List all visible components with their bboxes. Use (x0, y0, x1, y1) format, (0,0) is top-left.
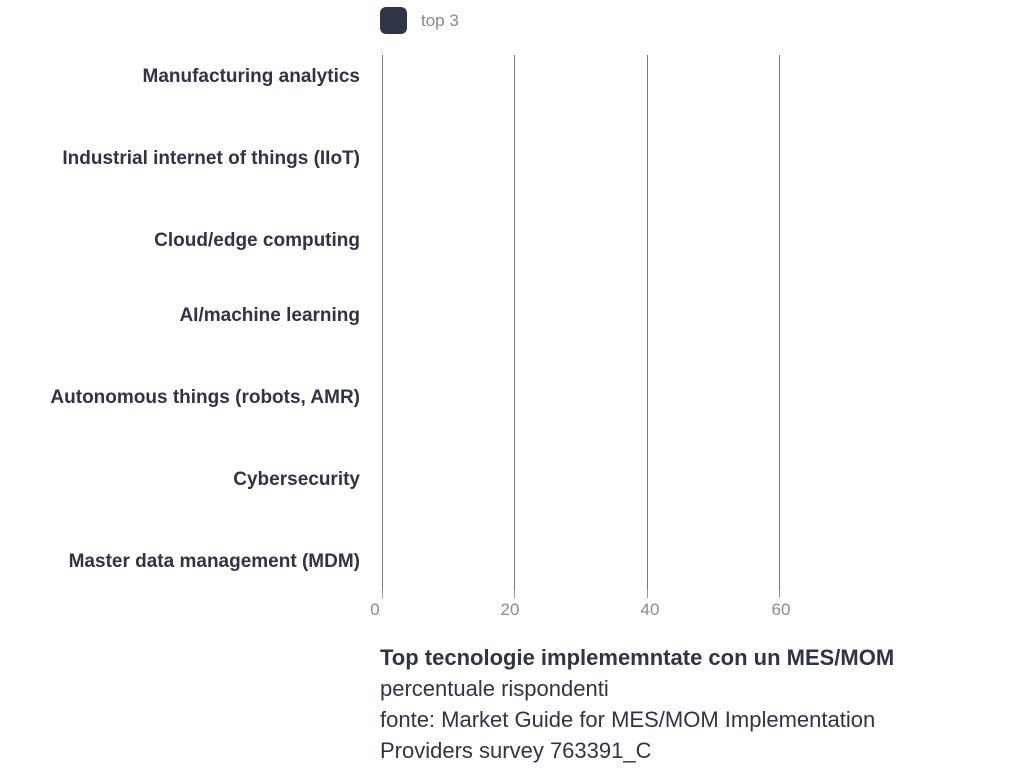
category-label: Industrial internet of things (IIoT) (62, 148, 360, 169)
chart-caption: Top tecnologie implememntate con un MES/… (380, 642, 894, 766)
tick-mark (647, 590, 648, 598)
gridline-40 (647, 55, 648, 590)
gridline-60 (779, 55, 780, 590)
tick-mark (514, 590, 515, 598)
gridline-0 (382, 55, 383, 590)
tick-label: 60 (771, 600, 791, 619)
tick-mark (779, 590, 780, 598)
category-label: AI/machine learning (179, 305, 360, 326)
legend-swatch-top3[interactable] (380, 7, 407, 34)
gridline-20 (514, 55, 515, 590)
category-label: Cloud/edge computing (154, 230, 360, 251)
category-label: Master data management (MDM) (68, 551, 360, 572)
tick-mark (382, 590, 383, 598)
legend-label-top3: top 3 (421, 10, 459, 30)
tick-label: 40 (640, 600, 660, 619)
category-label: Autonomous things (robots, AMR) (50, 387, 360, 408)
chart-source-continued: Providers survey 763391_C (380, 738, 652, 763)
tick-label: 20 (500, 600, 520, 619)
chart-title: Top tecnologie implememntate con un MES/… (380, 645, 895, 670)
tick-label: 0 (370, 600, 380, 619)
category-label: Cybersecurity (233, 469, 360, 490)
category-label: Manufacturing analytics (142, 66, 361, 87)
chart-source: fonte: Market Guide for MES/MOM Implemen… (380, 707, 876, 732)
chart-subtitle: percentuale rispondenti (380, 676, 609, 701)
chart-legend: top 3 (380, 7, 459, 34)
